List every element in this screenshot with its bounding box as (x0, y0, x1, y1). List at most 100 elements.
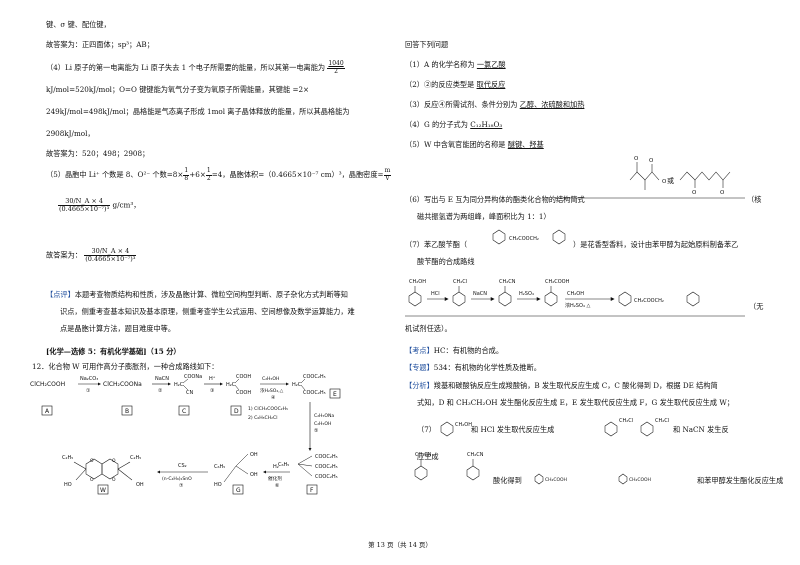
group-ho: HO (214, 482, 222, 488)
reagent-3: H⁺ (209, 376, 216, 382)
svg-text:O: O (649, 158, 654, 164)
reagent-6b: 催化剂 (268, 475, 282, 482)
step-3: ③ (210, 388, 214, 394)
tag-label: 【专题】 (405, 363, 434, 372)
text-span: 故答案为： (46, 250, 82, 260)
svg-text:O: O (112, 458, 116, 464)
fenxi-line3b: 和 HCl 发生取代反应生成 (471, 425, 555, 434)
answer-2: （2）②的反应类型是 取代反应 (405, 80, 505, 90)
compound-A: ClCH₂COOH (30, 381, 65, 388)
question-text: （7）苯乙酸苄酯（ (405, 240, 468, 249)
question-7-end: （无 (749, 302, 764, 311)
text-line: 回答下列问题 (405, 40, 449, 49)
label-E: E (333, 391, 337, 398)
reagent-4a: C₂H₅OH (262, 376, 279, 382)
svg-text:O: O (662, 179, 667, 185)
fraction: 30/N_A × 4(0.4665×10⁻⁷)³ (58, 197, 111, 213)
group-cooc2h5: COOC₂H₅ (315, 454, 338, 460)
reagent-5b: 2) C₆H₅CH₂Cl (248, 415, 278, 421)
group-h2c: H₂C (226, 382, 236, 388)
route-hcl: HCl (431, 291, 440, 297)
numerator: 30/N_A × 4 (84, 247, 137, 257)
fx-ch2cl-2: CH₂Cl (655, 418, 669, 424)
denominator: 8 (184, 174, 189, 182)
question-7: （7）苯乙酸苄酯（ (405, 240, 467, 250)
route-bnoh-reagent: CH₂OH (567, 291, 584, 297)
numerator: 1040 (327, 60, 345, 69)
fenxi-line3d: 和 NaCN 发生反 (673, 425, 729, 434)
reagent-5d: C₂H₅OH (314, 421, 331, 427)
text-line: 故答案为： 30/N_A × 4(0.4665×10⁻⁷)³ (46, 247, 137, 264)
unit: g/cm³， (112, 200, 141, 210)
text-line: 故答案为：正四面体；sp³；AB； (46, 40, 154, 49)
question-6: （6）写出与 E 互为同分异构体的酯类化合物的结构简式 (405, 195, 585, 205)
fenxi-line5c: 和苯甲醇发生酯化反应生成 (697, 476, 784, 485)
text-line: （4）Li 原子的第一电离能为 Li 原子失去 1 个电子所需要的能量，所以其第… (46, 60, 345, 75)
fx-ch2cn-2: CH₂CN (467, 452, 484, 458)
density-formula: 30/N_A × 4(0.4665×10⁻⁷)³ g/cm³， (58, 197, 141, 213)
reagent-4b: 浓H₂SO₄,△ (260, 387, 284, 394)
fraction: 30/N_A × 4(0.4665×10⁻⁷)³ (84, 247, 137, 264)
question-12: 12．化合物 W 可用作高分子膨胀剂，一种合成路线如下： (32, 362, 219, 371)
denominator: 2 (334, 67, 338, 75)
text-line: 识点，侧重考查基本知识及基本原理，侧重考查学生公式运用、空间想像及数学运算能力，… (60, 307, 355, 316)
route-ch2cooh: CH₂COOH (545, 279, 570, 285)
fx-ch2cl: CH₂Cl (619, 418, 633, 424)
group-cooc2h5: COOC₂H₅ (303, 390, 326, 396)
question-7-end2: 机试剂任选）。 (405, 324, 452, 333)
group-cooc2h5: COOC₂H₅ (315, 474, 338, 480)
text-line: 点是晶胞计算方法，题目难度中等。 (60, 324, 176, 333)
question-6-note: 磁共振氢谱为两组峰，峰面积比为 1：1） (417, 212, 551, 221)
reaction-scheme: ClCH₂COOH A Na₂CO₃ ① ClCH₂COONa B NaCN ②… (30, 374, 341, 495)
fenxi-line5a: 酸化得到 (493, 476, 522, 485)
question-text: （3）反应④所需试剂、条件分别为 (405, 100, 518, 109)
step-7: ⑦ (179, 483, 184, 489)
text-line: 2908kJ/mol， (46, 129, 95, 138)
fenxi-line3: （7） (417, 425, 436, 435)
or-text: 或 (667, 176, 674, 185)
fx-ch2cooh-2: CH₂COOH (629, 477, 651, 483)
group-oh: OH (250, 452, 258, 458)
answer-3: （3）反应④所需试剂、条件分别为 乙醇、浓硫酸和加热 (405, 100, 584, 110)
text-span: （4）Li 原子的第一电离能为 Li 原子失去 1 个电子所需要的能量，所以其第… (46, 63, 326, 73)
answer-text: C₁₂H₁₈O₃ (470, 120, 503, 129)
denominator: V (385, 174, 390, 182)
text-span: 534：有机物的化学性质及推断。 (433, 363, 541, 372)
reagent-1: Na₂CO₃ (80, 376, 98, 382)
route-bnoh: CH₂OH (409, 279, 426, 285)
step-6: ⑥ (275, 483, 280, 489)
label-W: W (100, 487, 106, 494)
text-span: （5）晶胞中 Li⁺ 个数是 8、O²⁻ 个数=8× (46, 170, 184, 180)
route-ch2cn: CH₂CN (499, 279, 516, 285)
answer-text: 乙醇、浓硫酸和加热 (519, 100, 585, 109)
group-oh: OH (250, 472, 258, 478)
reagent-6a: H₂ (273, 464, 279, 470)
section-title: [化学—选修 5：有机化学基础]（15 分） (46, 347, 181, 356)
step-5: ⑤ (314, 428, 318, 434)
fx-ch2cn: CH₂CN (415, 452, 432, 458)
group-cooc2h5: COOC₂H₅ (315, 464, 338, 470)
zhuanti: 【专题】534：有机物的化学性质及推断。 (405, 363, 541, 373)
fenxi-line2: 式知，D 和 CH₃CH₂OH 发生酯化反应生成 E，E 发生取代反应生成 F，… (417, 398, 734, 407)
answer-text: 一氯乙酸 (476, 60, 506, 69)
group-cn: CN (186, 390, 193, 396)
tag-label: 【点评】 (46, 290, 75, 299)
answer-text: 取代反应 (476, 80, 506, 89)
reagent-5a: 1) ClCH₂COOC₂H₅ (248, 406, 288, 412)
question-7-b: ）是花香型香料，设计由苯甲醇为起始原料制备苯乙 (573, 240, 739, 249)
right-drawings: O O O 或 O O CH₂COOCH₂ CH₂OH HCl CH₂Cl (405, 156, 745, 485)
denominator: (0.4665×10⁻⁷)³ (85, 255, 136, 264)
kaodian: 【考点】HC：有机物的合成。 (405, 346, 503, 356)
group-h2c: H₂C (174, 382, 184, 388)
label-A: A (45, 408, 50, 415)
svg-text:O: O (90, 458, 94, 464)
step-2: ② (158, 388, 163, 394)
text-line: 249kJ/mol=498kJ/mol；晶格能是气态离子形成 1mol 离子晶体… (46, 107, 350, 116)
numerator: m (383, 167, 392, 176)
group-oh: OH (136, 482, 144, 488)
svg-text:O: O (634, 156, 639, 162)
group-coona: COONa (184, 374, 202, 380)
